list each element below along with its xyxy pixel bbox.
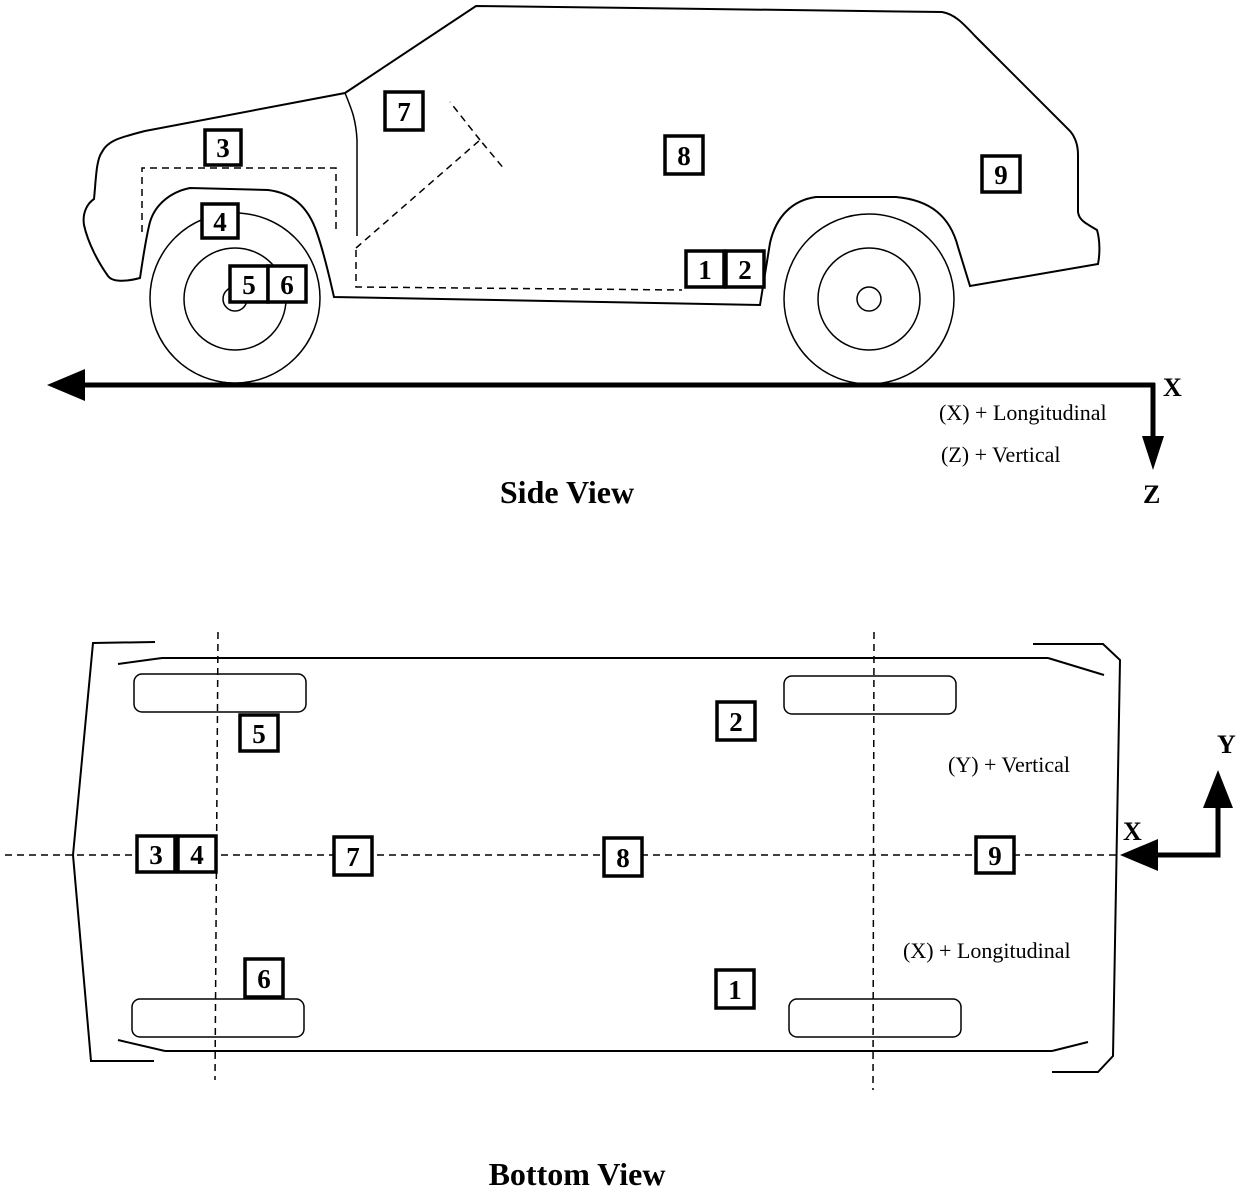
side-sensor-3: 3: [203, 128, 243, 167]
svg-text:9: 9: [994, 160, 1008, 190]
floor-pan-dashed: [355, 101, 683, 291]
bottom-sensor-4: 4: [176, 834, 218, 874]
vehicle-body-outline: [82, 4, 1101, 307]
svg-text:4: 4: [213, 207, 227, 237]
svg-text:7: 7: [397, 97, 411, 127]
svg-text:8: 8: [616, 843, 630, 873]
bottom-view: Y X (Y) + Vertical (X) + Longitudinal Bo…: [5, 631, 1236, 1192]
front-right-wheel: [131, 998, 305, 1038]
svg-text:4: 4: [190, 840, 204, 870]
x-axis-arrowhead: [47, 369, 85, 401]
bottom-view-title: Bottom View: [489, 1156, 666, 1192]
bottom-legend-vertical: (Y) + Vertical: [948, 752, 1070, 777]
rear-tire: [783, 213, 955, 385]
side-view-title: Side View: [500, 474, 634, 510]
side-sensor-2: 2: [724, 249, 766, 289]
svg-text:2: 2: [729, 707, 743, 737]
svg-text:8: 8: [677, 141, 691, 171]
svg-text:5: 5: [242, 270, 256, 300]
side-sensor-5: 5: [228, 264, 270, 304]
y-axis-arrowhead: [1203, 770, 1233, 808]
svg-text:5: 5: [252, 719, 266, 749]
bottom-sensor-5: 5: [238, 713, 280, 753]
bottom-axis-x-label: X: [1123, 817, 1142, 846]
bottom-axis-y-label: Y: [1217, 730, 1236, 759]
bottom-sensor-3: 3: [135, 834, 177, 874]
rear-axle-centerline: [872, 631, 875, 1091]
front-axle-centerline: [214, 631, 219, 1081]
side-sensor-9: 9: [980, 154, 1022, 194]
bottom-sensor-8: 8: [602, 836, 644, 878]
rear-wheel-hub: [856, 286, 882, 312]
side-axis-z-label: Z: [1143, 480, 1160, 509]
svg-text:6: 6: [280, 270, 294, 300]
side-sensor-4: 4: [200, 202, 240, 240]
svg-text:6: 6: [257, 964, 271, 994]
bottom-sensor-2: 2: [715, 700, 757, 742]
engine-compartment-dashed: [141, 167, 337, 234]
rear-wheel-rim: [817, 247, 921, 351]
side-axis-x-label: X: [1163, 373, 1182, 402]
underbody-outline: [162, 657, 1052, 1052]
side-legend-vertical: (Z) + Vertical: [941, 442, 1061, 467]
side-legend-longitudinal: (X) + Longitudinal: [939, 400, 1107, 425]
y-axis-line: [1155, 805, 1221, 858]
svg-text:2: 2: [738, 255, 752, 285]
rear-left-wheel: [783, 675, 957, 715]
svg-text:3: 3: [216, 133, 230, 163]
rear-corner-lines: [1047, 657, 1105, 1052]
a-pillar-line: [344, 92, 358, 236]
svg-text:1: 1: [728, 975, 742, 1005]
side-sensor-8: 8: [663, 134, 705, 176]
bottom-legend-longitudinal: (X) + Longitudinal: [903, 938, 1071, 963]
svg-text:7: 7: [346, 842, 360, 872]
bottom-sensor-1: 1: [714, 968, 756, 1010]
side-sensor-6: 6: [266, 264, 308, 304]
bottom-sensor-7: 7: [332, 835, 374, 877]
side-view: X Z (X) + Longitudinal (Z) + Vertical Si…: [47, 4, 1182, 510]
rear-bumper-outline: [1033, 643, 1122, 1073]
rear-right-wheel: [788, 998, 962, 1038]
front-bumper-outline: [71, 641, 156, 1062]
z-axis-arrowhead: [1142, 436, 1164, 470]
svg-text:9: 9: [988, 841, 1002, 871]
front-corner-lines: [117, 657, 166, 1052]
side-sensor-7: 7: [383, 90, 425, 132]
bottom-sensor-9: 9: [974, 835, 1016, 875]
bottom-sensor-6: 6: [243, 957, 285, 999]
svg-text:1: 1: [698, 255, 712, 285]
x-axis-arrowhead-bottom: [1120, 839, 1158, 871]
svg-text:3: 3: [149, 840, 163, 870]
side-sensor-1: 1: [684, 249, 726, 289]
front-left-wheel: [133, 673, 307, 713]
